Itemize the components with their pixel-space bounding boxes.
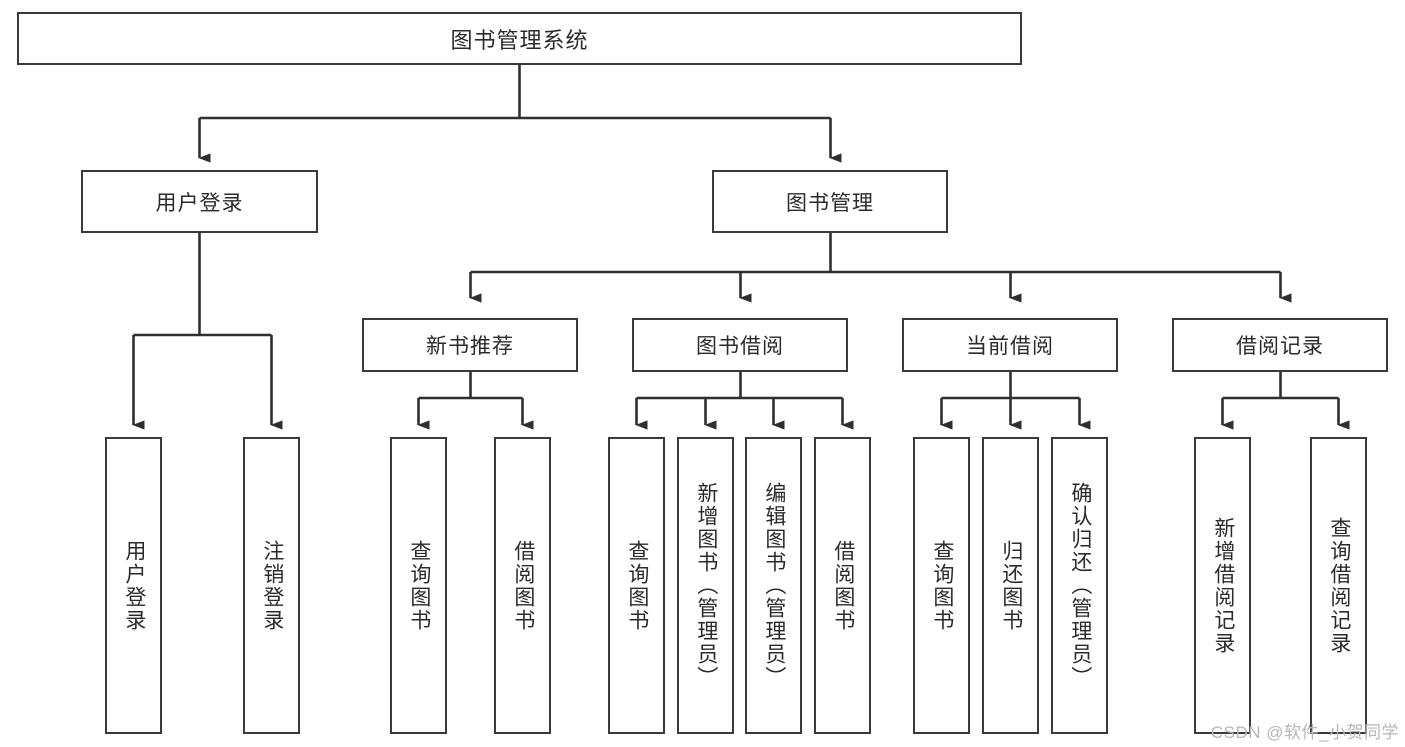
node-current-borrow[interactable]: 当前借阅 <box>902 318 1118 372</box>
leaf-label: 注销登录 <box>260 539 284 632</box>
leaf-book-borrow-edit-book[interactable]: 编辑图书（管理员） <box>745 437 802 734</box>
leaf-new-book-query-book[interactable]: 查询图书 <box>390 437 447 734</box>
leaf-label: 借阅图书 <box>511 539 535 632</box>
leaf-borrow-record-query-record[interactable]: 查询借阅记录 <box>1310 437 1367 734</box>
leaf-current-borrow-confirm-return[interactable]: 确认归还（管理员） <box>1051 437 1108 734</box>
leaf-label: 编辑图书（管理员） <box>762 482 786 689</box>
node-borrow-record[interactable]: 借阅记录 <box>1172 318 1388 372</box>
csdn-watermark: CSDN @软件_小贺同学 <box>1210 723 1399 742</box>
node-user-login[interactable]: 用户登录 <box>81 170 318 233</box>
leaf-book-borrow-borrow-book[interactable]: 借阅图书 <box>814 437 871 734</box>
leaf-current-borrow-query-book[interactable]: 查询图书 <box>913 437 970 734</box>
node-book-management[interactable]: 图书管理 <box>712 170 948 233</box>
leaf-book-borrow-query-book[interactable]: 查询图书 <box>608 437 665 734</box>
node-new-book-recommend[interactable]: 新书推荐 <box>362 318 578 372</box>
leaf-label: 用户登录 <box>122 539 146 632</box>
leaf-book-borrow-add-book[interactable]: 新增图书（管理员） <box>677 437 734 734</box>
leaf-label: 新增图书（管理员） <box>694 482 718 689</box>
leaf-label: 借阅图书 <box>831 539 855 632</box>
leaf-new-book-borrow-book[interactable]: 借阅图书 <box>494 437 551 734</box>
leaf-borrow-record-add-record[interactable]: 新增借阅记录 <box>1194 437 1251 734</box>
leaf-user-login-logout[interactable]: 注销登录 <box>243 437 300 734</box>
leaf-label: 归还图书 <box>999 539 1023 632</box>
node-book-borrow[interactable]: 图书借阅 <box>632 318 848 372</box>
leaf-label: 查询图书 <box>930 539 954 632</box>
leaf-user-login-login[interactable]: 用户登录 <box>105 437 162 734</box>
leaf-label: 新增借阅记录 <box>1211 516 1235 655</box>
node-root-system[interactable]: 图书管理系统 <box>17 12 1022 65</box>
leaf-current-borrow-return-book[interactable]: 归还图书 <box>982 437 1039 734</box>
leaf-label: 确认归还（管理员） <box>1068 482 1092 689</box>
leaf-label: 查询图书 <box>407 539 431 632</box>
leaf-label: 查询借阅记录 <box>1327 516 1351 655</box>
leaf-label: 查询图书 <box>625 539 649 632</box>
